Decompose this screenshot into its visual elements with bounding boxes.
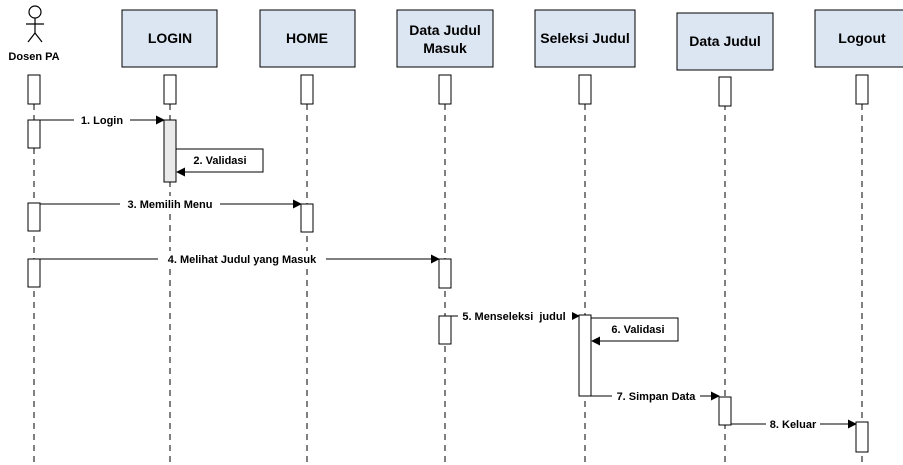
- message-label: 6. Validasi: [611, 324, 664, 336]
- participant-box: [259, 9, 356, 68]
- message-label: 1. Login: [81, 115, 123, 127]
- activation-bar: [855, 421, 869, 453]
- message-7: 7. Simpan Data: [612, 388, 700, 403]
- message-label: 4. Melihat Judul yang Masuk: [168, 254, 317, 266]
- participant-data-judul-masuk: Data Judul Masuk: [396, 9, 494, 68]
- message-1: 1. Login: [74, 112, 130, 127]
- participant-label: Data Judul: [689, 33, 761, 49]
- participant-box: [676, 12, 774, 71]
- activation-bar: [300, 74, 314, 105]
- message-arrow: [176, 148, 264, 177]
- message-2: 2. Validasi: [193, 155, 246, 167]
- participant-label-line2: Masuk: [423, 40, 467, 56]
- activation-bar: [718, 396, 732, 426]
- participant-label: Logout: [838, 30, 886, 46]
- activation-bar: [27, 119, 41, 149]
- participant-label: LOGIN: [148, 30, 192, 46]
- message-label: 7. Simpan Data: [617, 391, 697, 403]
- participant-box: [396, 9, 494, 68]
- participant-label: Seleksi Judul: [540, 30, 629, 46]
- participant-logout: Logout: [814, 9, 903, 68]
- activation-bar: [578, 314, 592, 397]
- activation-bar: [27, 258, 41, 288]
- activation-bar: [438, 74, 452, 105]
- activation-bar: [300, 203, 314, 233]
- participant-data-judul: Data Judul: [676, 12, 774, 71]
- message-6: 6. Validasi: [611, 324, 664, 336]
- participant-label-line1: Data Judul: [409, 22, 481, 38]
- message-3: 3. Memilih Menu: [120, 196, 220, 211]
- activation-bar: [163, 119, 177, 183]
- activation-bar: [438, 315, 452, 345]
- message-arrow: [591, 317, 679, 346]
- activation-bar: [438, 258, 452, 289]
- participant-home: HOME: [259, 9, 356, 68]
- stick-figure-icon: [26, 5, 44, 43]
- message-8: 8. Keluar: [766, 416, 820, 431]
- activation-bar: [578, 74, 592, 105]
- participant-label: HOME: [286, 30, 328, 46]
- message-label: 8. Keluar: [770, 419, 817, 431]
- message-4: 4. Melihat Judul yang Masuk: [158, 251, 326, 266]
- participant-box: [814, 9, 903, 68]
- activation-bar: [718, 76, 732, 107]
- participant-seleksi-judul: Seleksi Judul: [534, 9, 636, 68]
- activation-bar: [27, 74, 41, 105]
- message-label: 3. Memilih Menu: [128, 199, 213, 211]
- activation-bar: [27, 202, 41, 232]
- message-label: 5. Menseleksi judul: [462, 311, 565, 323]
- message-label: 2. Validasi: [193, 155, 246, 167]
- participant-login: LOGIN: [121, 9, 218, 68]
- participant-box: [534, 9, 636, 68]
- activation-bar: [855, 74, 869, 105]
- activation-bar: [163, 74, 177, 105]
- actor-label: Dosen PA: [8, 51, 59, 63]
- participant-box: [121, 9, 218, 68]
- message-5: 5. Menseleksi judul: [458, 308, 572, 323]
- actor-dosen-pa: Dosen PA: [8, 5, 60, 63]
